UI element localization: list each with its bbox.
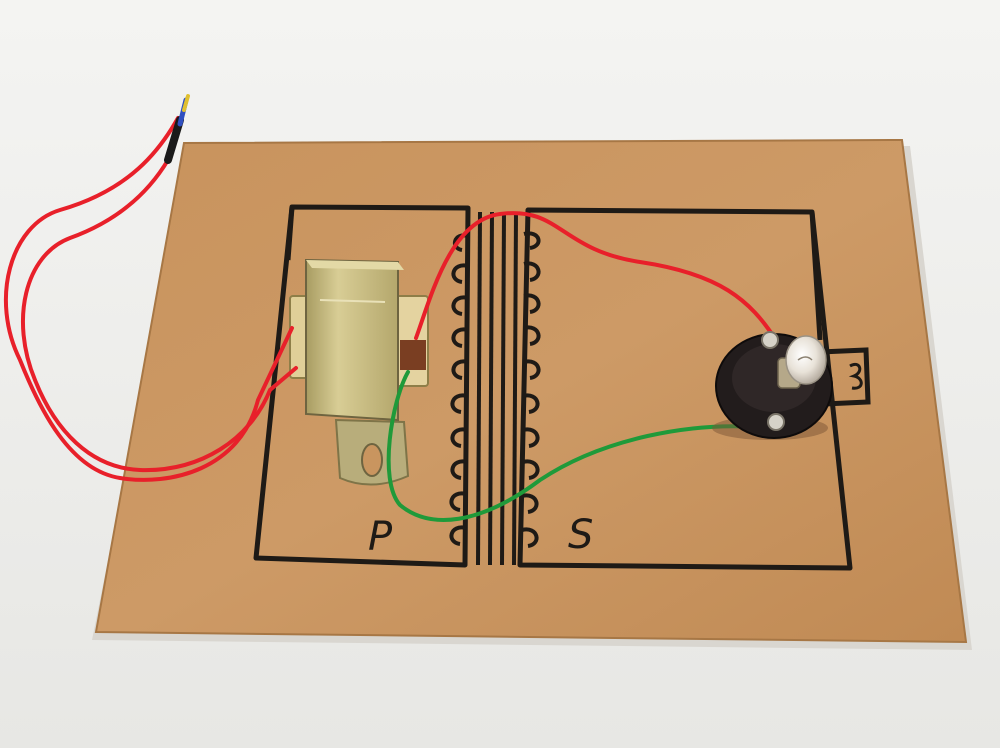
primary-coil-icon bbox=[449, 233, 469, 546]
secondary-red-wire bbox=[414, 211, 778, 342]
core-lines-drawing bbox=[476, 211, 518, 566]
primary-frame-drawing bbox=[253, 204, 471, 568]
secondary-green-wire bbox=[386, 370, 772, 522]
secondary-coil-icon bbox=[521, 231, 541, 548]
secondary-label: S bbox=[568, 512, 593, 558]
lamp-tab-drawing bbox=[819, 347, 871, 407]
secondary-frame-drawing bbox=[517, 207, 853, 571]
lamp-tab-scribble bbox=[848, 362, 863, 390]
primary-label: P bbox=[368, 514, 393, 560]
mains-wires bbox=[3, 94, 298, 482]
bulb-icon bbox=[712, 331, 833, 440]
